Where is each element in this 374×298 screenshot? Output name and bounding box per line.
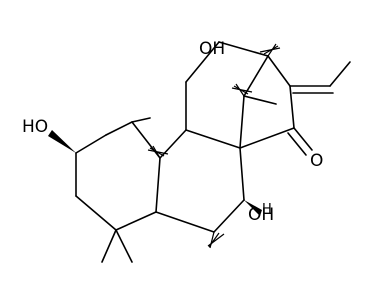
label-ho-left: HO	[22, 117, 48, 137]
hashed-bond-1	[147, 145, 169, 159]
hashed-bond-4	[259, 43, 281, 57]
label-ketone-oxygen: O	[310, 151, 323, 171]
label-h-small: H	[262, 202, 272, 217]
label-oh-bottom: OH	[248, 205, 274, 225]
hashed-bond-2	[207, 231, 225, 249]
ring-bonds	[75, 41, 351, 263]
atom-labels: HO OH O OH H	[22, 39, 323, 225]
label-oh-top: OH	[199, 39, 225, 59]
stereo-bonds	[48, 43, 281, 249]
hashed-bond-3	[231, 83, 253, 97]
